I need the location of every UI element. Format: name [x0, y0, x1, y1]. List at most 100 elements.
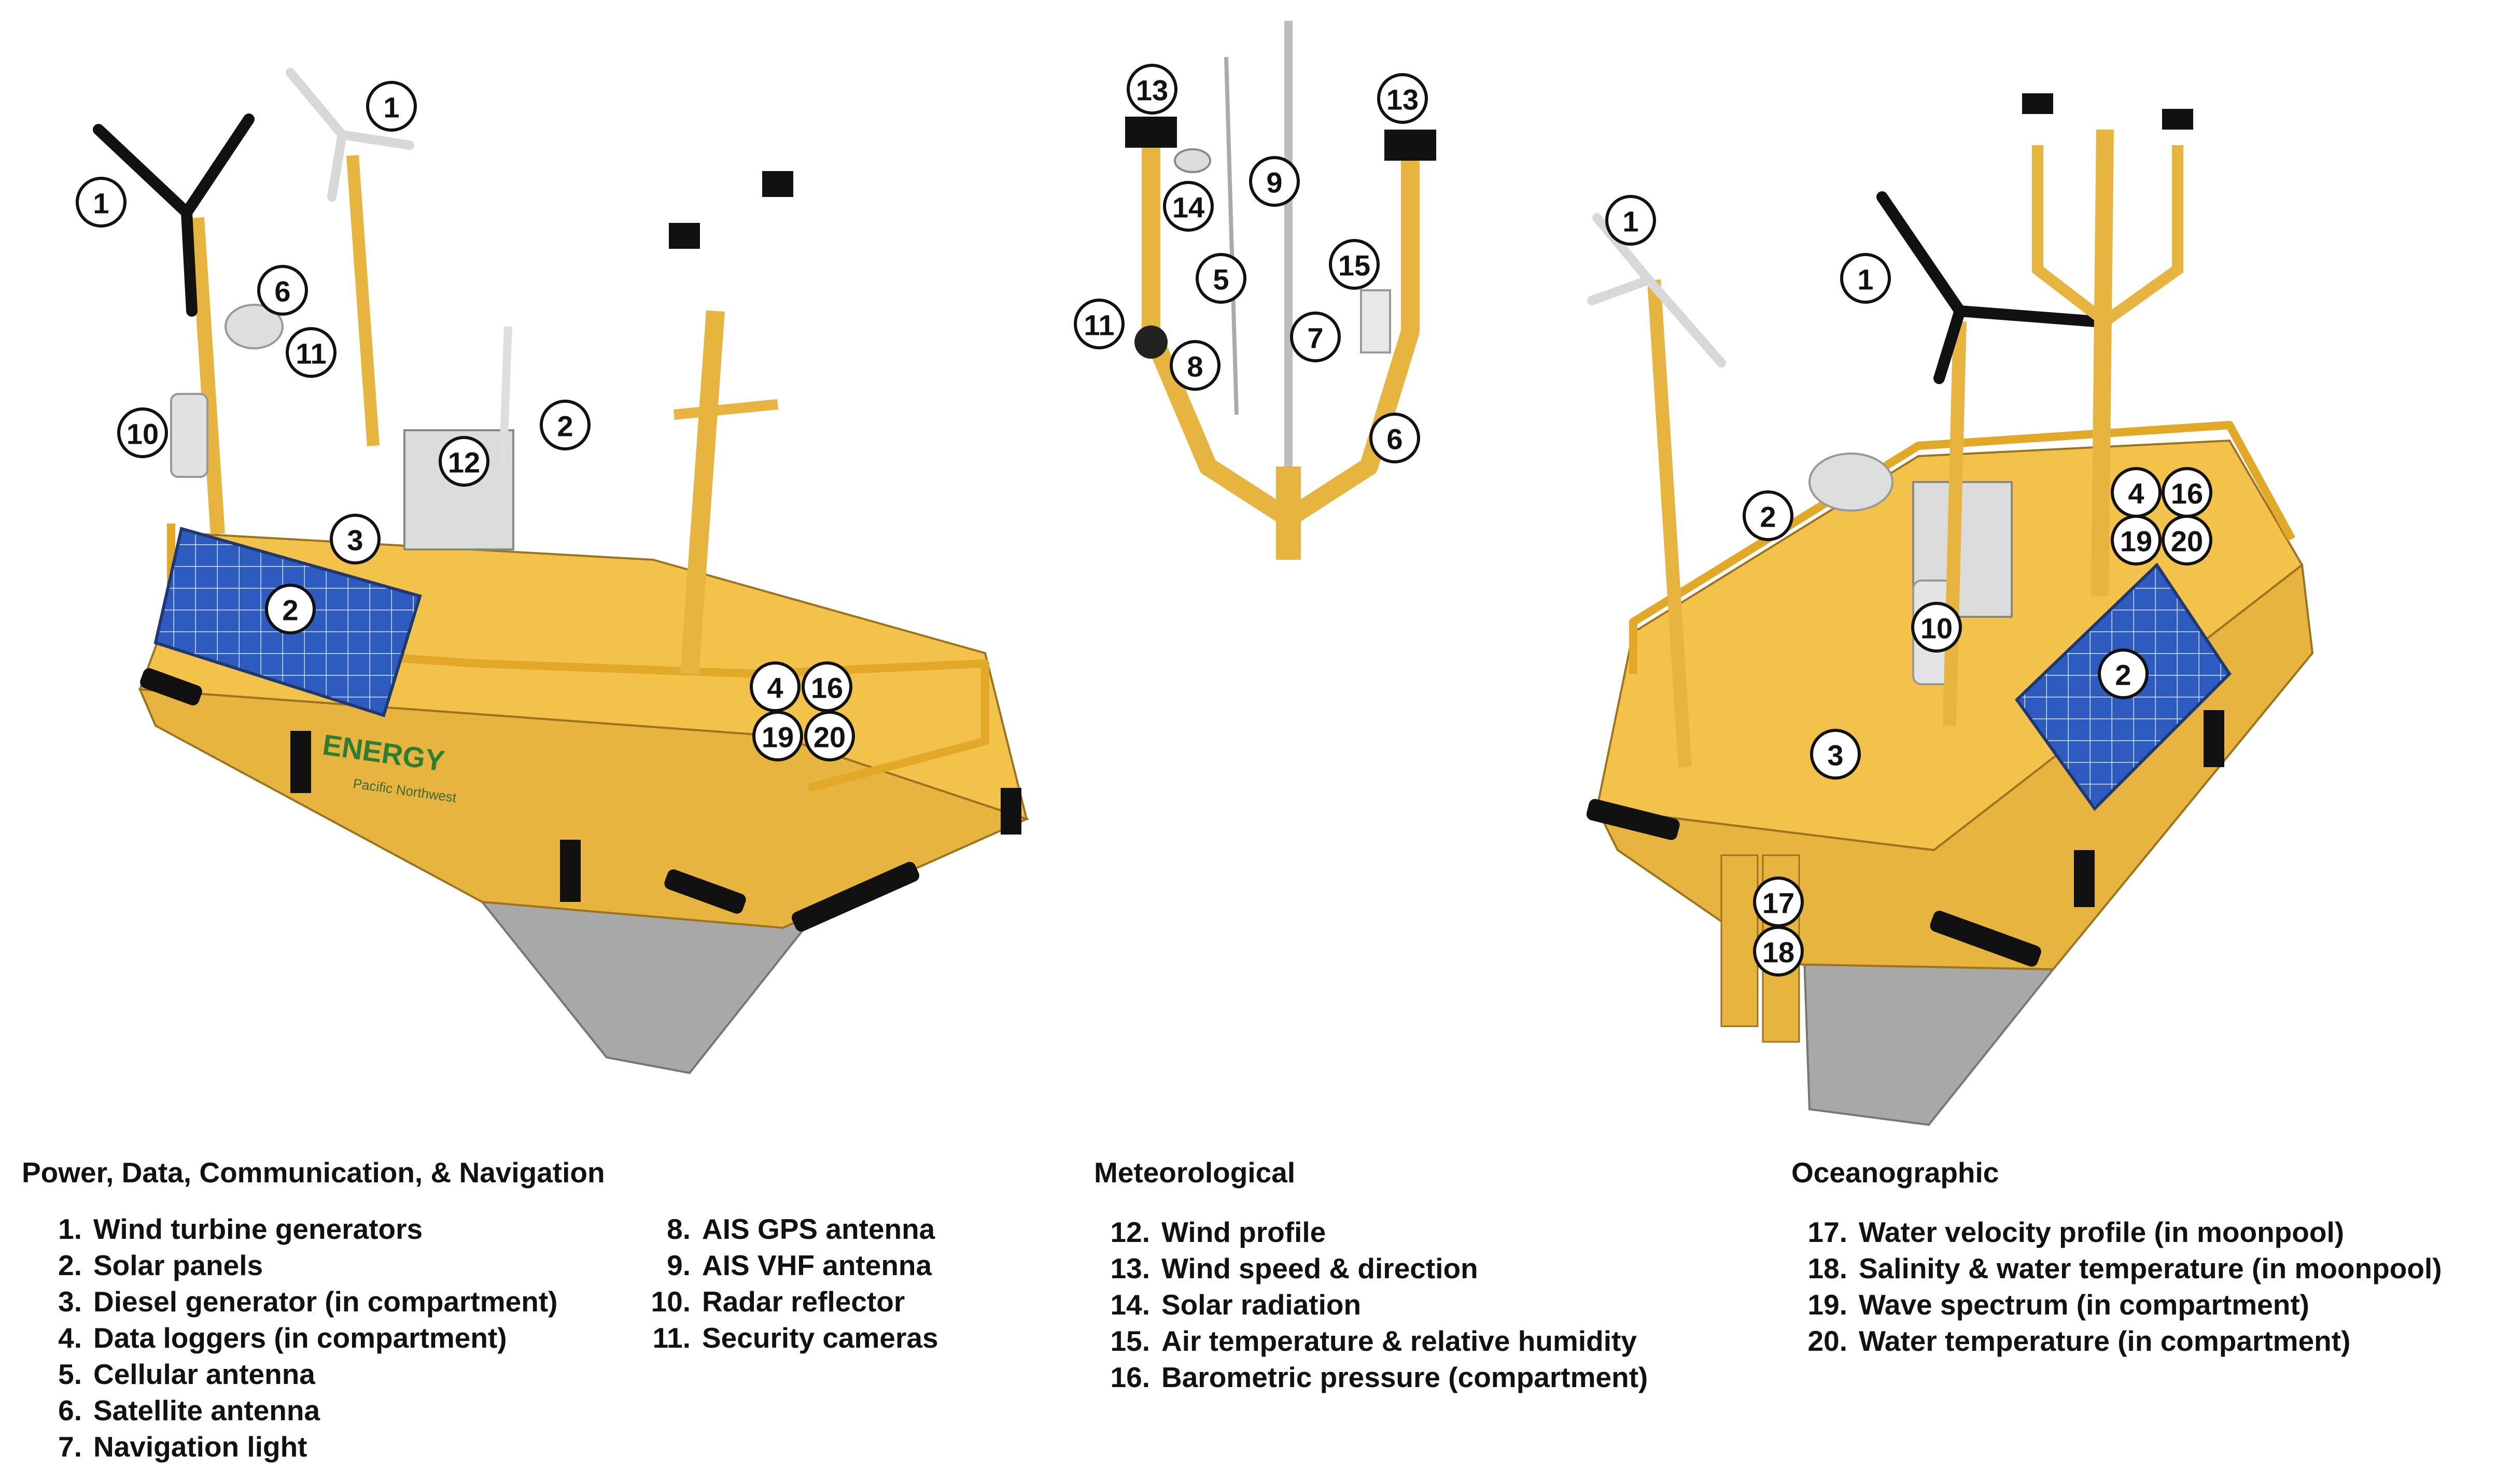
- buoy-right-met-mast: [2091, 129, 2114, 597]
- buoy-right-turbine-mast-1: [1647, 279, 1692, 768]
- legend-item: 17.Water velocity profile (in moonpool): [1807, 1216, 2345, 1248]
- callout-19: 19: [752, 711, 803, 761]
- callout-number: 19: [762, 721, 794, 754]
- buoy-left-fenders: [140, 668, 1021, 932]
- sensor-mast-detail: [1125, 21, 1436, 560]
- legend-power: Power, Data, Communication, & Navigation…: [22, 1156, 938, 1463]
- callout-circle: [750, 661, 801, 712]
- callout-circle: [2162, 515, 2212, 566]
- callout-11: 11: [286, 327, 336, 378]
- callout-10: 10: [1911, 602, 1962, 653]
- buoy-left-met-mast: [680, 310, 725, 675]
- callout-number: 11: [296, 337, 326, 370]
- callout-6: 6: [1369, 413, 1420, 463]
- legend-met-list: 12.Wind profile 13.Wind speed & directio…: [1094, 1214, 1648, 1395]
- callout-number: 2: [1760, 501, 1776, 533]
- buoy-left-turbine-mast-1: [190, 217, 225, 534]
- sensor-mast-pyranometer: [1174, 148, 1211, 173]
- callout-circle: [1290, 312, 1341, 362]
- callout-4: 4: [750, 661, 801, 712]
- buoy-left-turbine-mast-2: [346, 155, 380, 446]
- legend-item: 16.Barometric pressure (compartment): [1110, 1361, 1648, 1393]
- callout-number: 17: [1762, 887, 1794, 920]
- callout-number: 2: [557, 410, 573, 443]
- callout-5: 5: [1196, 253, 1246, 304]
- callout-number: 11: [1084, 309, 1114, 342]
- buoy-right-wind-sensor-1: [2022, 93, 2053, 114]
- callout-number: 1: [383, 91, 399, 124]
- buoy-left-keel: [480, 900, 811, 1075]
- callout-number: 18: [1762, 936, 1794, 969]
- callout-number: 6: [1386, 423, 1402, 456]
- callout-circle: [540, 400, 591, 450]
- legend-item: 10.Radar reflector: [651, 1285, 905, 1318]
- buoy-right-met-arms: [2032, 145, 2183, 329]
- callout-number: 7: [1307, 322, 1323, 355]
- legend-item: 6.Satellite antenna: [58, 1394, 320, 1426]
- callout-number: 3: [347, 524, 363, 557]
- callout-circle: [1170, 340, 1221, 391]
- callout-number: 16: [2171, 477, 2203, 510]
- callout-number: 4: [767, 672, 783, 704]
- callout-circle: [1605, 195, 1656, 246]
- legend-item: 1.Wind turbine generators: [58, 1213, 423, 1245]
- callout-circle: [117, 407, 168, 458]
- callout-20: 20: [2162, 515, 2212, 566]
- buoy-left-turbine-blades-2: [286, 68, 414, 202]
- callout-number: 10: [127, 418, 159, 450]
- legend-item: 15.Air temperature & relative humidity: [1110, 1325, 1637, 1357]
- callout-8: 8: [1170, 340, 1221, 391]
- callout-number: 12: [448, 446, 480, 479]
- callout-number: 19: [2120, 525, 2152, 558]
- callout-circle: [802, 661, 852, 712]
- callout-circle: [1377, 73, 1428, 124]
- callout-number: 14: [1172, 191, 1204, 224]
- buoy-right-turbine-blades-1: [1587, 213, 1726, 368]
- sensor-mast-humidity-shield: [1360, 289, 1391, 354]
- callout-18: 18: [1753, 926, 1804, 977]
- callout-number: 10: [1920, 612, 1953, 645]
- callout-12: 12: [439, 436, 489, 487]
- legend-item: 8.AIS GPS antenna: [667, 1213, 935, 1245]
- callout-number: 13: [1136, 74, 1168, 107]
- buoy-right-railing: [1629, 421, 2296, 674]
- callout-circle: [265, 584, 316, 634]
- callout-circle: [1249, 156, 1300, 207]
- legend-power-list-1: 1.Wind turbine generators 2.Solar panels…: [40, 1211, 557, 1465]
- buoy-left-turbine-blades-1: [93, 114, 255, 317]
- callout-3: 3: [330, 514, 381, 564]
- callout-number: 3: [1827, 739, 1843, 772]
- legend-power-list-2: 8.AIS GPS antenna 9.AIS VHF antenna 10.R…: [634, 1211, 938, 1356]
- callout-number: 13: [1386, 83, 1419, 116]
- callout-circle: [257, 265, 308, 316]
- callout-circle: [1329, 239, 1380, 290]
- callout-19: 19: [2111, 515, 2162, 566]
- callout-1: 1: [1840, 253, 1891, 304]
- callout-circle: [1127, 64, 1177, 115]
- callout-1: 1: [76, 177, 127, 228]
- legend-item: 3.Diesel generator (in compartment): [58, 1285, 558, 1318]
- buoy-right-wind-sensor-2: [2162, 109, 2193, 130]
- callout-circle: [1743, 490, 1793, 541]
- callout-1: 1: [366, 81, 417, 132]
- callout-number: 20: [2171, 525, 2203, 558]
- legend-item: 9.AIS VHF antenna: [667, 1249, 932, 1281]
- callout-circle: [366, 81, 417, 132]
- buoy-right-satellite-dome: [1808, 453, 1893, 512]
- callout-16: 16: [802, 661, 852, 712]
- callout-4: 4: [2111, 467, 2162, 518]
- callout-6: 6: [257, 265, 308, 316]
- callout-13: 13: [1377, 73, 1428, 124]
- callout-15: 15: [1329, 239, 1380, 290]
- legend-item: 5.Cellular antenna: [58, 1358, 315, 1390]
- callout-10: 10: [117, 407, 168, 458]
- legend-item: 2.Solar panels: [58, 1249, 263, 1281]
- sensor-mast-left-arm: [1142, 145, 1294, 527]
- legend-item: 19.Wave spectrum (in compartment): [1807, 1289, 2309, 1321]
- sensor-mast-wind-sensor-left: [1125, 117, 1177, 148]
- callout-number: 8: [1187, 350, 1203, 383]
- legend-power-title: Power, Data, Communication, & Navigation: [22, 1156, 605, 1189]
